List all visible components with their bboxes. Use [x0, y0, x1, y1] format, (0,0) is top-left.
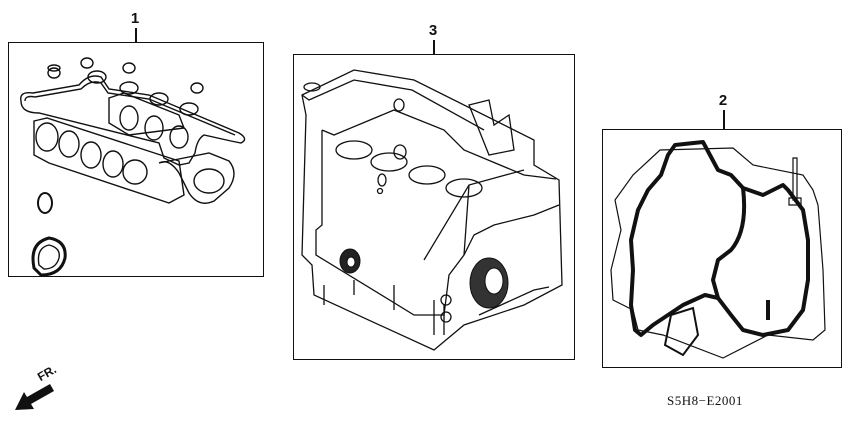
- transmission-gasket-drawing: [603, 130, 843, 369]
- part-box-1[interactable]: [8, 42, 264, 277]
- part-box-2[interactable]: [602, 129, 842, 368]
- leader-line-1: [135, 28, 137, 42]
- diagram-code: S5H8−E2001: [667, 393, 743, 408]
- cylinder-head-gasket-drawing: [9, 43, 265, 278]
- part-callout-2[interactable]: 2: [718, 92, 728, 109]
- part-box-3[interactable]: [293, 54, 575, 360]
- part-callout-1[interactable]: 1: [130, 10, 140, 27]
- front-direction-arrow-icon: [15, 384, 54, 410]
- part-callout-3[interactable]: 3: [428, 22, 438, 39]
- leader-line-2: [723, 110, 725, 129]
- leader-line-3: [433, 40, 435, 54]
- engine-block-drawing: [294, 55, 576, 361]
